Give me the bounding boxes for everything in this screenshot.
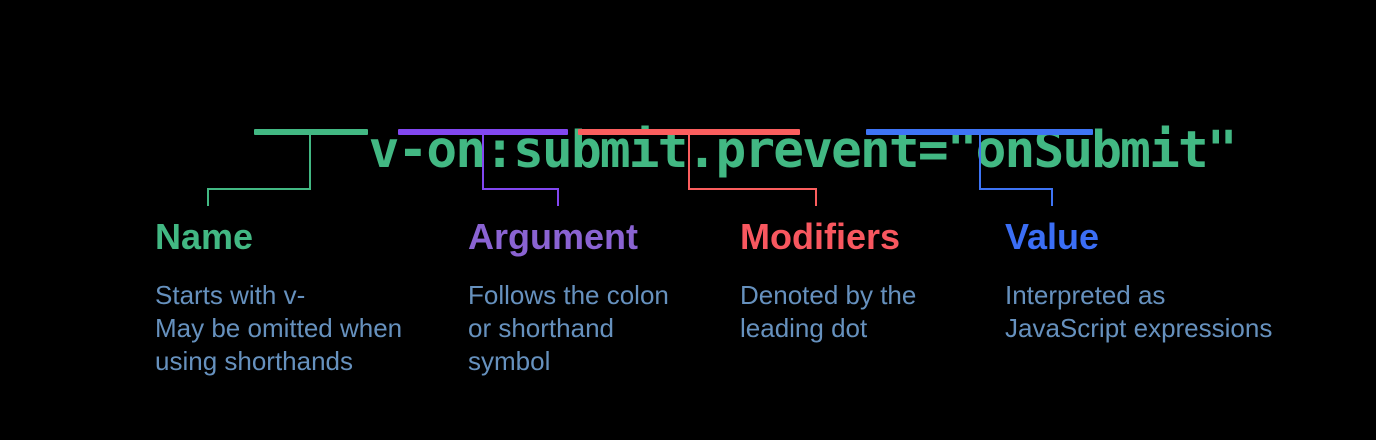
value-leader-line <box>1051 188 1053 206</box>
modifiers-leader-line <box>688 135 690 189</box>
description-line: May be omitted when <box>155 313 403 343</box>
value-underline-bar <box>866 129 1093 135</box>
modifiers-leader-line <box>688 188 817 190</box>
name-leader-line <box>309 135 311 189</box>
description-line: Denoted by the <box>740 280 917 310</box>
argument-leader-line <box>482 188 559 190</box>
modifiers-label: Modifiers <box>740 216 901 257</box>
argument-description: Follows the colon or shorthand symbol <box>468 279 669 378</box>
description-line: symbol <box>468 346 551 376</box>
modifiers-description: Denoted by the leading dot <box>740 279 916 345</box>
description-line: Starts with v- <box>155 280 306 310</box>
modifiers-leader-line <box>815 188 817 206</box>
description-line: Follows the colon <box>468 280 669 310</box>
value-label: Value <box>1005 216 1100 257</box>
value-leader-line <box>979 135 981 189</box>
argument-underline-bar <box>398 129 568 135</box>
name-description: Starts with v- May be omitted when using… <box>155 279 402 378</box>
value-leader-line <box>979 188 1053 190</box>
name-underline-bar <box>254 129 368 135</box>
code-snippet: v-on:submit.prevent="onSubmit" <box>253 74 1238 227</box>
argument-label: Argument <box>468 216 638 257</box>
argument-leader-line <box>482 135 484 189</box>
description-line: leading dot <box>740 313 868 343</box>
name-leader-line <box>207 188 311 190</box>
value-description: Interpreted as JavaScript expressions <box>1005 279 1272 345</box>
close-quote-token: " <box>1206 121 1238 180</box>
description-line: JavaScript expressions <box>1005 313 1273 343</box>
name-label: Name <box>155 216 254 257</box>
description-line: or shorthand <box>468 313 614 343</box>
name-leader-line <box>207 188 209 206</box>
description-line: Interpreted as <box>1005 280 1166 310</box>
argument-leader-line <box>557 188 559 206</box>
modifiers-underline-bar <box>578 129 800 135</box>
description-line: using shorthands <box>155 346 354 376</box>
